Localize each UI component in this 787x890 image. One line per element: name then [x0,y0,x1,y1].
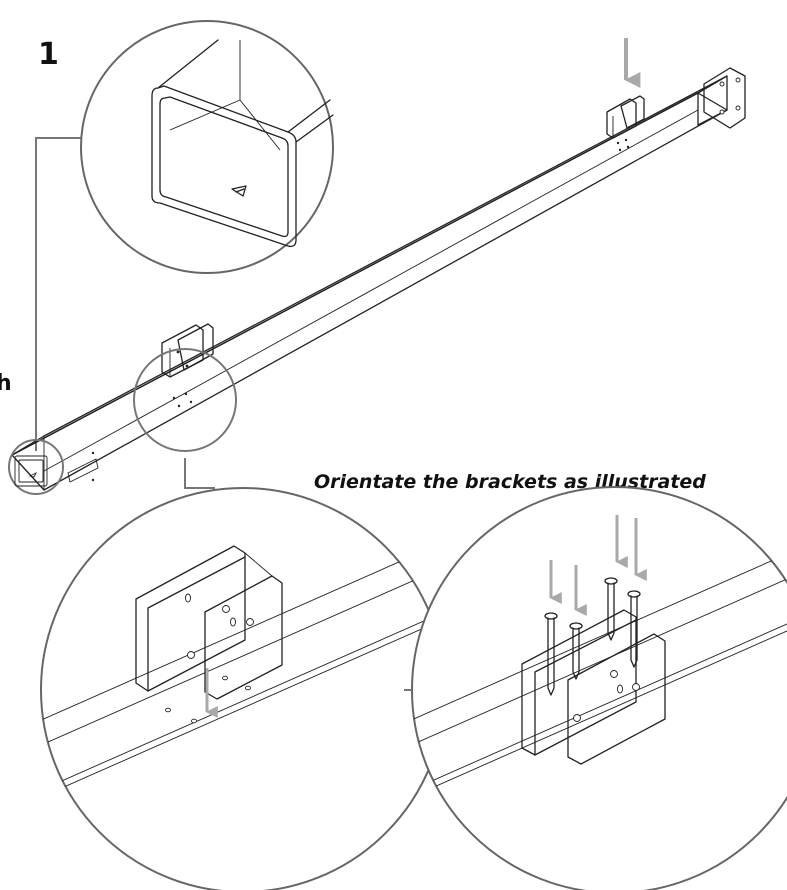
far-bracket [606,38,645,152]
step-number: 1 [38,37,59,72]
callout-circle-tube-end [8,439,64,495]
main-tube [11,67,746,491]
clipped-label-letter: h [0,371,12,396]
callout-circle-bracket [133,348,237,452]
bracket-placement-detail [40,487,446,890]
screw-insertion-detail [411,486,787,890]
screw-group [544,577,641,696]
tube-end-detail [80,20,334,274]
tube-end-opening [14,455,48,487]
near-bracket [67,323,214,483]
